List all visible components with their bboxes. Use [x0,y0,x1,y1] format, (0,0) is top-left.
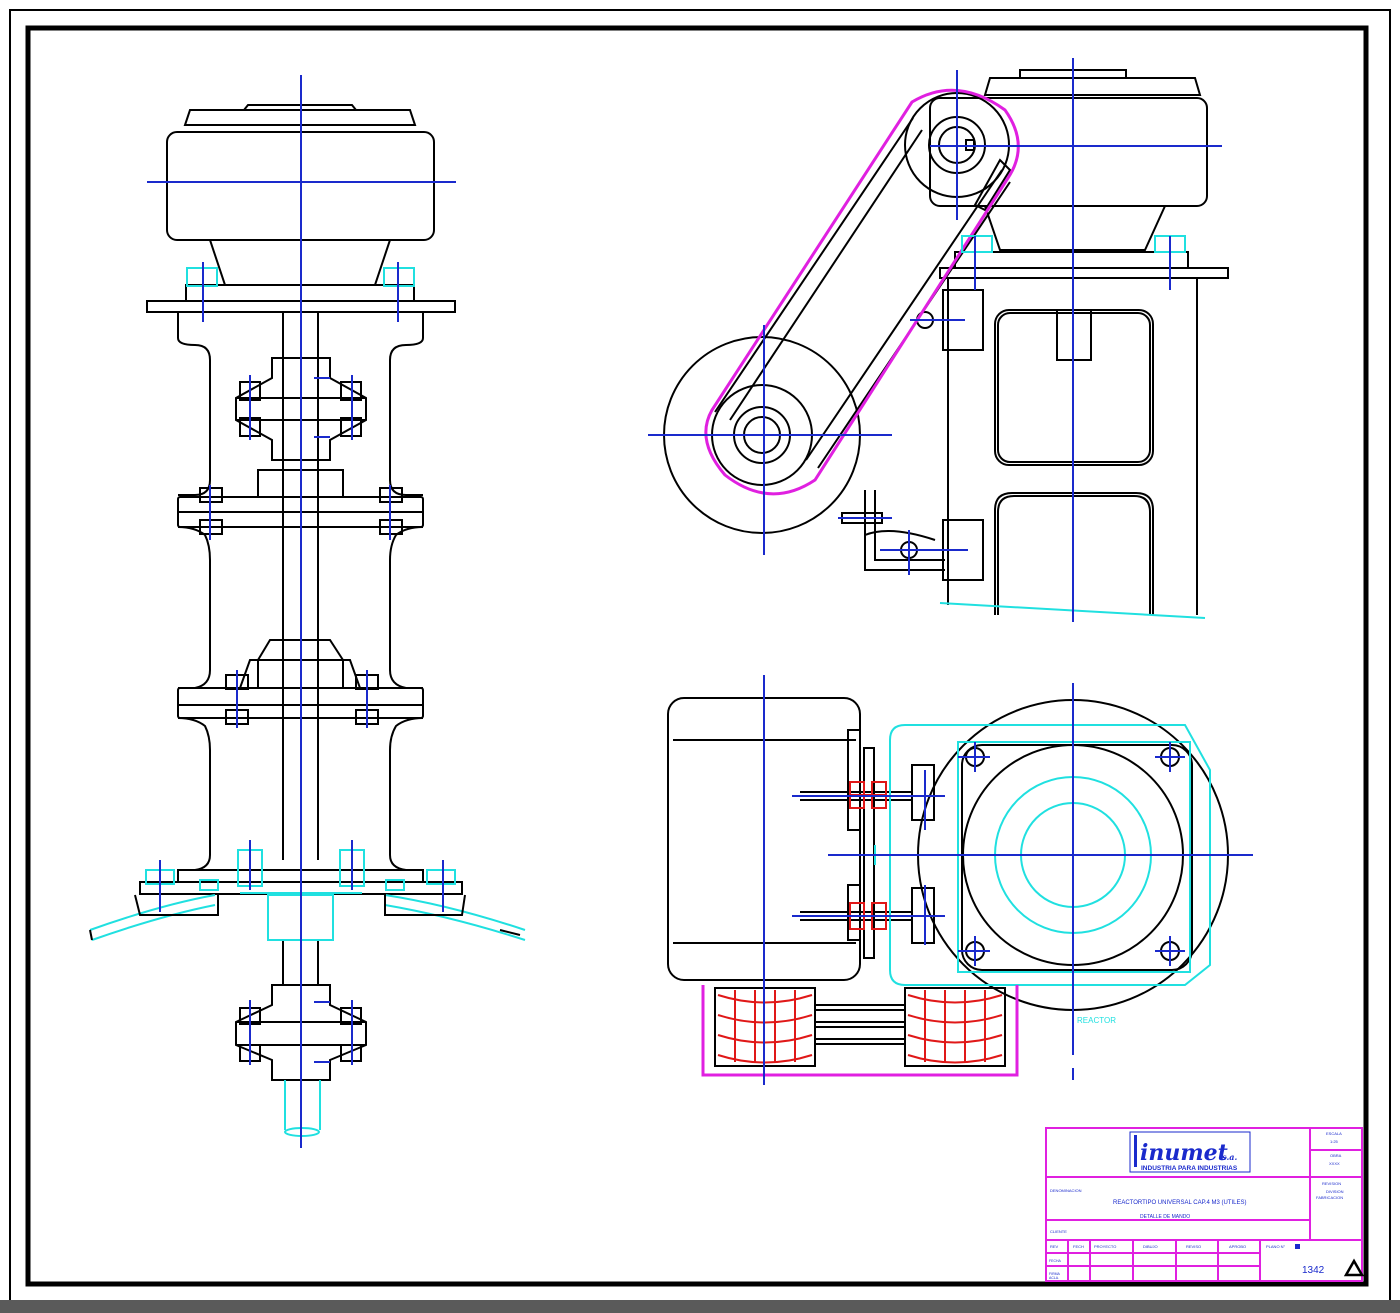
cliente-label: CLIENTE [1050,1229,1067,1234]
plano-label: PLANO N° [1266,1244,1286,1249]
header-proyecto: PROYECTO [1094,1244,1116,1249]
escala-label: ESCALA [1326,1131,1342,1136]
left-view-centerlines [147,75,456,1148]
row-acla: ACLA. [1049,1276,1059,1280]
revision-label: REVISION [1322,1181,1341,1186]
left-view-hidden-lines [89,849,526,1137]
header-fech: FECH [1073,1244,1084,1249]
logo-tagline: INDUSTRIA PARA INDUSTRIAS [1141,1165,1238,1172]
escala-value: 1:25 [1330,1139,1339,1144]
detalle-text: DETALLE DE MANDO [1140,1214,1190,1220]
row-fecha: FECHA [1049,1259,1062,1263]
row-firma: FIRMA [1049,1272,1061,1276]
title-block [1045,1127,1363,1282]
reactor-label: REACTOR [1077,1016,1116,1025]
denominacion-label: DENOMINACION [1050,1188,1082,1193]
revision-triangle-icon [1343,1258,1365,1277]
plan-view [667,697,1229,1067]
plan-view-centerlines [763,675,1253,1085]
header-reviso: REVISO [1186,1244,1201,1249]
title-block-headers: REV FECH PROYECTO DIBUJO REVISO APROBO [1050,1244,1246,1249]
header-rev: REV [1050,1244,1059,1249]
outer-border [9,9,1391,1304]
fabricacion-label: FABRICACION [1316,1195,1343,1200]
plano-marker-icon [1295,1244,1300,1249]
denominacion-value: REACTORTIPO UNIVERSAL CAP.4 M3 (UTILES) [1113,1200,1246,1206]
company-logo: inumet s.a. INDUSTRIA PARA INDUSTRIAS [1129,1131,1251,1173]
side-elevation-view [663,69,1229,615]
plan-view-belt-guard [701,985,1019,1077]
header-dibujo: DIBUJO [1143,1244,1158,1249]
side-view-centerlines [648,58,1222,622]
inner-border [25,25,1369,1287]
obra-label: OBRA [1330,1153,1342,1158]
obra-value: XXXX [1329,1161,1340,1166]
left-view-reactor-lid [89,893,521,941]
division-label: DIVISION [1326,1189,1344,1194]
logo-name: inumet [1140,1140,1228,1166]
side-view-pulley-belt [704,88,1020,496]
logo-suffix: s.a. [1222,1152,1237,1162]
bottom-status-bar [0,1300,1400,1313]
header-aprobo: APROBO [1229,1244,1246,1249]
plano-number: 1342 [1302,1265,1325,1276]
